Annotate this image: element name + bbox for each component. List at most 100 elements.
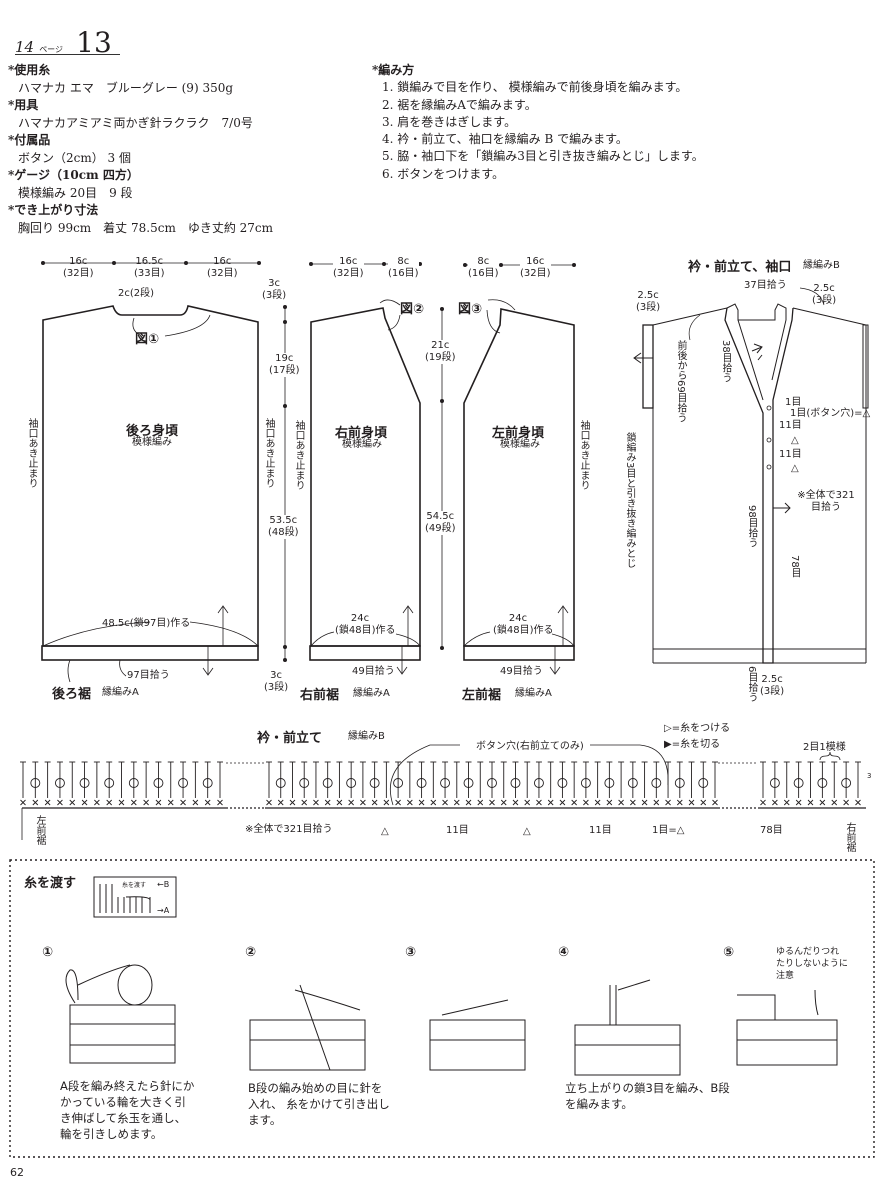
stitch-symbol xyxy=(118,761,125,806)
rf-fig-2: 図② xyxy=(400,302,425,317)
tutorial-frame xyxy=(9,859,875,1158)
step-2-number: ② xyxy=(245,945,257,960)
stitch-symbol xyxy=(855,761,861,806)
stitch-symbol xyxy=(665,761,672,806)
step-5-number: ⑤ xyxy=(723,945,735,960)
bottom-depth: 2.5c(3段) xyxy=(760,674,785,697)
chart-repeat: 2目1模様 xyxy=(803,742,846,753)
lower-length: 53.5c(48段) xyxy=(268,515,299,539)
stitch-symbol xyxy=(547,761,554,806)
stitch-symbol xyxy=(299,761,310,806)
stitch-symbol xyxy=(217,761,223,806)
method-step: 4. 衿・前立て、袖口を縁編み B で編みます。 xyxy=(382,132,628,147)
stitch-symbol xyxy=(510,761,521,806)
lf-cast-on: 24c(鎖48目)作る xyxy=(493,613,554,636)
stitch-symbol xyxy=(453,761,460,806)
stitch-symbol xyxy=(807,761,814,806)
stitch-symbol xyxy=(69,761,76,806)
chart-tri-1: △ xyxy=(381,826,389,837)
material-size: 胸回り 99cm 着丈 78.5cm ゆき丈約 27cm xyxy=(18,220,274,235)
step-4-text: 立ち上がりの鎖3目を編み、B段を編みます。 xyxy=(565,1081,730,1111)
chart-left-hem: 左前裾 xyxy=(34,815,45,845)
materials: *使用糸 ハマナカ エマ ブルーグレー (9) 350g *用具 ハマナカアミア… xyxy=(8,62,273,237)
legend-cut: ▶=糸を切る xyxy=(664,739,721,750)
back-neck-depth: 2c(2段) xyxy=(118,288,155,299)
stitch-symbol xyxy=(571,761,578,806)
mini-chart xyxy=(93,876,177,918)
stitch-symbol xyxy=(783,761,790,806)
step-3-number: ③ xyxy=(405,945,417,960)
lf-hem-sub: 縁編みA xyxy=(515,688,552,699)
stitch-symbol xyxy=(93,761,100,806)
stitch-symbol xyxy=(336,761,343,806)
stitch-symbol xyxy=(487,761,497,806)
stitch-symbol xyxy=(275,761,286,806)
buttonhole-tri-a: △ xyxy=(791,435,799,446)
header-rule xyxy=(15,54,120,55)
chart-title: 衿・前立て xyxy=(257,731,323,746)
chart-11-a: 11目 xyxy=(446,825,469,836)
mini-chart-a: →A xyxy=(157,906,170,915)
stitch-symbol xyxy=(712,761,718,806)
stitch-symbol xyxy=(153,761,164,806)
lf-hem-title: 左前裾 xyxy=(462,688,502,703)
back-hem-sub: 縁編みA xyxy=(102,687,139,698)
v-pickup: 38目拾う xyxy=(720,340,731,383)
neck-pickup: 37目拾う xyxy=(744,280,787,291)
rf-width-2: 8c(16目) xyxy=(388,256,419,280)
rf-width-1: 16c(32目) xyxy=(333,256,364,280)
method-step: 3. 肩を巻きはぎします。 xyxy=(382,114,517,129)
page-ref: 14 xyxy=(15,38,35,56)
stitch-symbol xyxy=(266,761,272,806)
lf-subtitle: 模様編み xyxy=(500,439,540,450)
back-body-outline xyxy=(41,305,259,661)
rf-subtitle: 模様編み xyxy=(342,439,382,450)
back-width-1: 16c(32目) xyxy=(63,256,94,279)
step-1-number: ① xyxy=(42,945,54,960)
tutorial-title: 糸を渡す xyxy=(24,876,77,891)
illustration-2 xyxy=(249,984,366,1071)
back-hem-title: 後ろ裾 xyxy=(52,687,92,702)
stitch-symbol xyxy=(312,761,319,806)
page-suffix: ページ xyxy=(39,45,64,54)
illustration-5 xyxy=(736,989,838,1066)
attach-yarn-icon: ▷ xyxy=(664,723,672,734)
stitch-symbol xyxy=(406,761,413,806)
overview-title: 衿・前立て、袖口 xyxy=(688,260,792,275)
stitch-symbol xyxy=(698,761,709,806)
chart-78: 78目 xyxy=(760,825,783,836)
overview-total: ※全体で321目拾う xyxy=(797,490,855,513)
stitch-symbol xyxy=(322,761,333,806)
rf-hem-title: 右前裾 xyxy=(300,688,340,703)
material-notions: ボタン（2cm） 3 個 xyxy=(18,150,131,165)
overview-sub: 縁編みB xyxy=(803,260,840,271)
stitch-symbol xyxy=(54,761,65,806)
hem-depth: 3c(3段) xyxy=(264,670,289,693)
stitch-symbol xyxy=(769,761,780,806)
page-number: 62 xyxy=(10,1166,24,1179)
material-tools: ハマナカアミアミ両かぎ針ラクラク 7/0号 xyxy=(18,115,253,130)
stitch-symbol xyxy=(289,761,296,806)
page-header: 14 ページ 13 xyxy=(15,26,112,59)
stitch-symbol xyxy=(383,761,390,806)
stitch-symbol xyxy=(440,761,451,806)
chart-stitches xyxy=(20,761,861,806)
step-5-note: ゆるんだりつれたりしないように注意 xyxy=(776,947,848,981)
chart-one: 1目=△ xyxy=(652,825,685,836)
stitch-symbol xyxy=(524,761,531,806)
rf-title: 右前身頃 xyxy=(335,426,388,441)
chart-buttonhole: ボタン穴(右前立てのみ) xyxy=(473,741,587,753)
stitch-symbol xyxy=(500,761,507,806)
stitch-symbol xyxy=(841,761,852,806)
stitch-symbol xyxy=(416,761,427,806)
shoulder-depth: 3c(3段) xyxy=(262,278,287,301)
neck-depth: 2.5c(3段) xyxy=(812,283,837,306)
stitch-symbol xyxy=(760,761,766,806)
front-78: 78目 xyxy=(789,555,800,578)
gap-11-a: 11目 xyxy=(779,420,802,431)
chart-right-hem: 右前裾 xyxy=(844,822,855,852)
pattern-number: 13 xyxy=(76,26,112,59)
bottom-pickup: 6目拾う xyxy=(746,666,757,703)
buttonhole-tri-b: △ xyxy=(791,463,799,474)
